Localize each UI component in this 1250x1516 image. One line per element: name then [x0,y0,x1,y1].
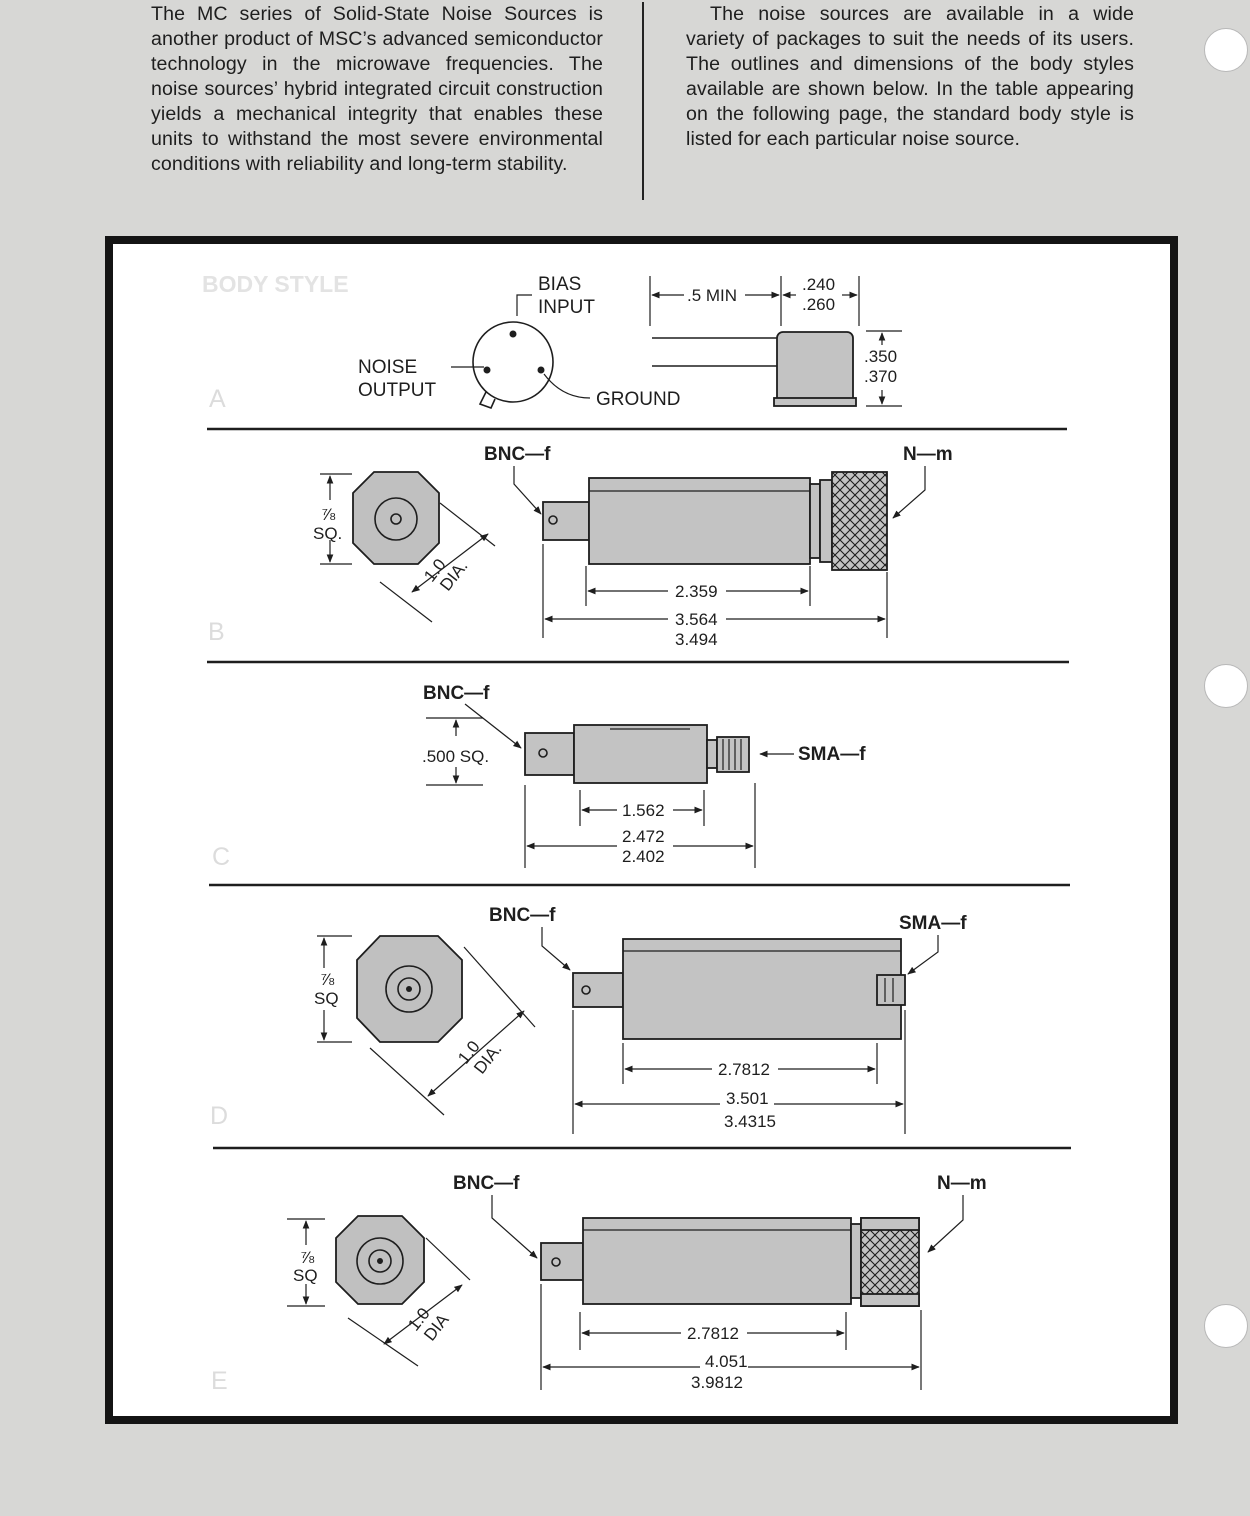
style-d: D ⅞ SQ 1.0 DIA. BNC—f SMA—f 2.7812 [210,905,967,1134]
bias-label-line2: INPUT [538,297,595,318]
style-c-body-icon [573,724,708,784]
style-b-body-length: 2.359 [675,582,718,601]
style-c-sma-connector-icon [716,736,750,773]
column-divider [642,2,644,200]
style-c-overall-1: 2.472 [622,827,665,846]
style-b-square-unit: SQ. [313,524,342,543]
can-length-dim-1: .240 [802,275,835,294]
style-d-letter: D [210,1102,228,1130]
intro-left-column: The MC series of Solid-State Noise Sourc… [151,2,603,177]
panel-title: BODY STYLE [202,271,349,297]
style-e-letter: E [211,1367,228,1395]
can-height-dim-2: .370 [864,367,897,386]
style-b-square-fraction: ⅞ [321,505,336,524]
style-e-overall-2: 3.9812 [691,1373,743,1392]
lead-min-dim: .5 MIN [687,286,737,305]
to-can-top-view-icon [472,321,554,403]
style-b-conn-left: BNC—f [484,444,551,465]
style-b: B ⅞ SQ. 1.0 DIA. BNC—f N—m 2.359 [208,444,953,649]
style-d-bnc-connector-icon [572,972,624,1008]
noise-output-label-line1: NOISE [358,357,417,378]
style-e-overall-1: 4.051 [705,1352,748,1371]
style-a: A BIAS INPUT NOISE OUTPUT GROUND .5 MIN … [209,274,902,413]
bias-pin-icon [509,330,517,338]
style-e-body-icon [582,1217,852,1305]
style-b-conn-right: N—m [903,444,953,465]
style-d-overall-1: 3.501 [726,1089,769,1108]
to-can-flange-icon [773,397,857,407]
style-c-letter: C [212,843,230,871]
style-b-overall-1: 3.564 [675,610,718,629]
can-height-dim-1: .350 [864,347,897,366]
style-e-square-fraction: ⅞ [300,1248,315,1267]
style-c-overall-2: 2.402 [622,847,665,866]
style-d-square-unit: SQ [314,989,339,1008]
style-a-letter: A [209,385,226,413]
noise-output-label-line2: OUTPUT [358,380,437,401]
binder-hole-top-icon [1204,28,1248,72]
to-can-side-view-icon [776,331,854,405]
style-b-n-connector-icon [831,471,888,571]
style-d-sma-connector-icon [876,974,906,1006]
style-e-body-length: 2.7812 [687,1324,739,1343]
style-c-square: .500 SQ. [422,747,489,766]
style-d-overall-2: 3.4315 [724,1112,776,1131]
ground-label: GROUND [596,389,680,410]
style-b-end-view-icon [352,471,440,565]
style-e-n-connector-icon [860,1217,920,1307]
can-length-dim-2: .260 [802,295,835,314]
style-d-conn-left: BNC—f [489,905,556,926]
style-b-bnc-connector-icon [542,501,590,541]
style-e-bnc-connector-icon [540,1242,584,1281]
style-d-conn-right: SMA—f [899,913,967,934]
bias-label-line1: BIAS [538,274,581,295]
intro-right-column: The noise sources are available in a wid… [686,2,1134,152]
binder-hole-middle-icon [1204,664,1248,708]
style-c-conn-right: SMA—f [798,744,866,765]
ground-pin-icon [537,366,545,374]
intro-right-text: The noise sources are available in a wid… [686,3,1134,150]
style-c-body-length: 1.562 [622,801,665,820]
style-c-bnc-connector-icon [524,732,575,776]
style-e-conn-left: BNC—f [453,1173,520,1194]
style-d-body-length: 2.7812 [718,1060,770,1079]
output-pin-icon [483,366,491,374]
style-c-conn-left: BNC—f [423,683,490,704]
style-d-square-fraction: ⅞ [320,970,335,989]
style-e: E ⅞ SQ 1.0 DIA BNC—f N—m 2.7812 [211,1173,987,1395]
style-b-overall-2: 3.494 [675,630,718,649]
style-e-conn-right: N—m [937,1173,987,1194]
style-d-body-icon [622,938,902,1040]
intro-left-text: The MC series of Solid-State Noise Sourc… [151,3,603,175]
style-c: C BNC—f SMA—f .500 SQ. 1.562 2.472 2.402 [212,683,866,871]
binder-hole-bottom-icon [1204,1304,1248,1348]
style-e-square-unit: SQ [293,1266,318,1285]
to-can-tab-icon [478,391,496,410]
style-b-letter: B [208,618,225,646]
